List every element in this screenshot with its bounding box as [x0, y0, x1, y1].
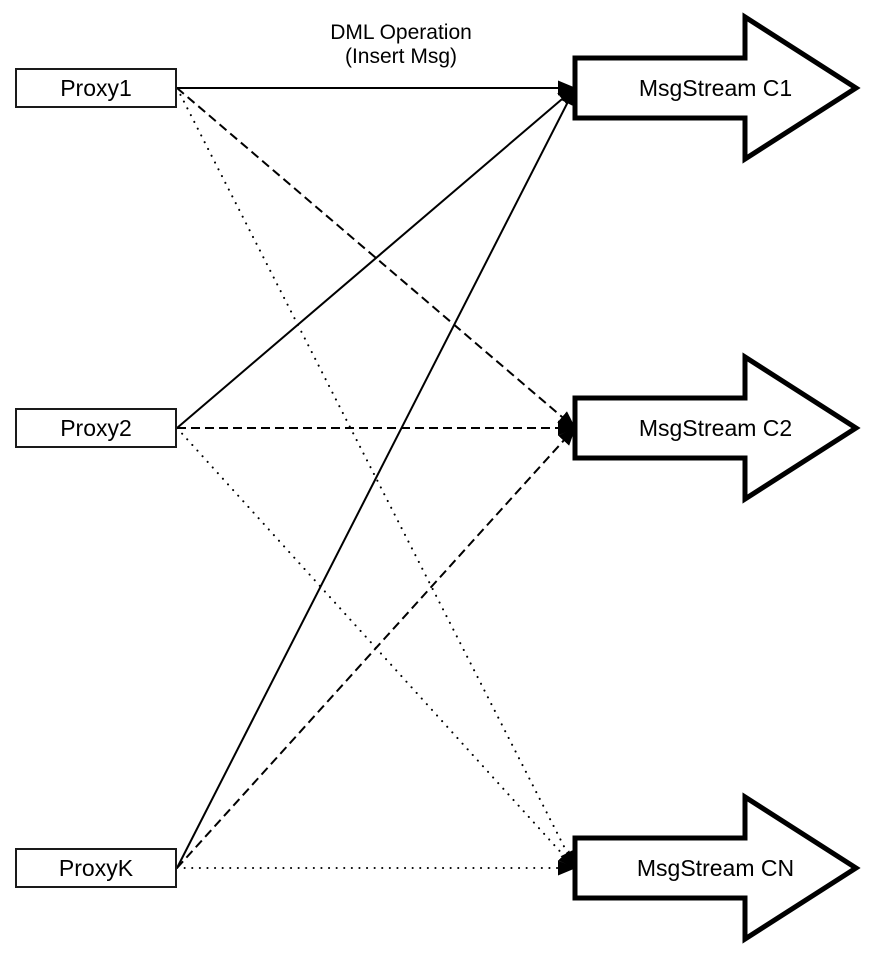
msgstream-arrow-cn: [572, 792, 861, 944]
proxy-label-proxy1: Proxy1: [60, 74, 132, 101]
diagram-title-line2: (Insert Msg): [344, 45, 457, 68]
msgstream-arrow-c1: [572, 12, 861, 164]
edge-proxy1-to-cn-dotted: [176, 87, 576, 869]
proxy-node-proxy1: Proxy1: [15, 68, 177, 108]
stream-label-cn: MsgStream CN: [636, 855, 795, 881]
edge-proxyK-to-c2-dashed: [176, 427, 576, 869]
edge-proxyK-to-c1-solid: [176, 87, 576, 869]
proxy-label-proxyK: ProxyK: [58, 854, 134, 881]
edge-proxy1-to-c2-dashed: [176, 87, 576, 429]
stream-label-c2: MsgStream C2: [638, 415, 793, 441]
diagram-title: DML Operation (Insert Msg): [280, 21, 522, 69]
msgstream-arrow-c2: [572, 352, 861, 504]
proxy-node-proxy2: Proxy2: [15, 408, 177, 448]
edge-proxy2-to-c1-solid: [176, 87, 576, 429]
proxy-label-proxy2: Proxy2: [60, 414, 132, 441]
stream-label-c1: MsgStream C1: [638, 75, 793, 101]
proxy-node-proxyK: ProxyK: [15, 848, 177, 888]
diagram-title-line1: DML Operation: [330, 21, 472, 44]
